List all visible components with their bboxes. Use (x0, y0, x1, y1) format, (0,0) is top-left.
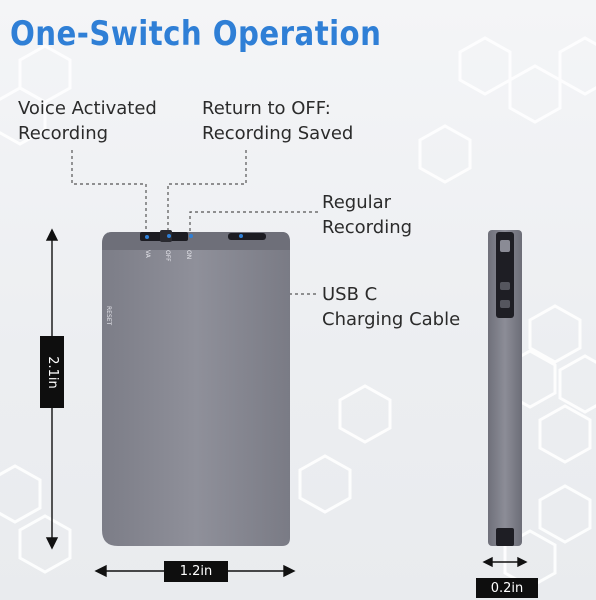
callout-return-off: Return to OFF: Recording Saved (202, 98, 354, 144)
callout-voice-activated: Voice Activated Recording (18, 98, 157, 144)
led-va-indicator (145, 235, 149, 239)
recorder-front: VA OFF ON RESET (102, 230, 290, 546)
label-on: ON (185, 250, 192, 259)
led-on-indicator (189, 234, 193, 238)
page-title: One-Switch Operation (10, 14, 382, 54)
depth-dimension-arrow (482, 556, 528, 568)
label-va: VA (144, 250, 151, 259)
width-dimension-label: 1.2in (164, 561, 228, 582)
label-reset: RESET (105, 306, 112, 326)
led-off-indicator (167, 234, 171, 238)
depth-dimension-label: 0.2in (476, 578, 538, 598)
callout-usb-c: USB C Charging Cable (322, 284, 461, 330)
led-usb-indicator (239, 234, 243, 238)
recorder-side (488, 230, 522, 546)
label-off: OFF (164, 250, 171, 262)
height-dimension-label: 2.1in (40, 336, 64, 408)
usb-c-port (228, 233, 266, 240)
callout-regular-recording: Regular Recording (322, 192, 413, 238)
